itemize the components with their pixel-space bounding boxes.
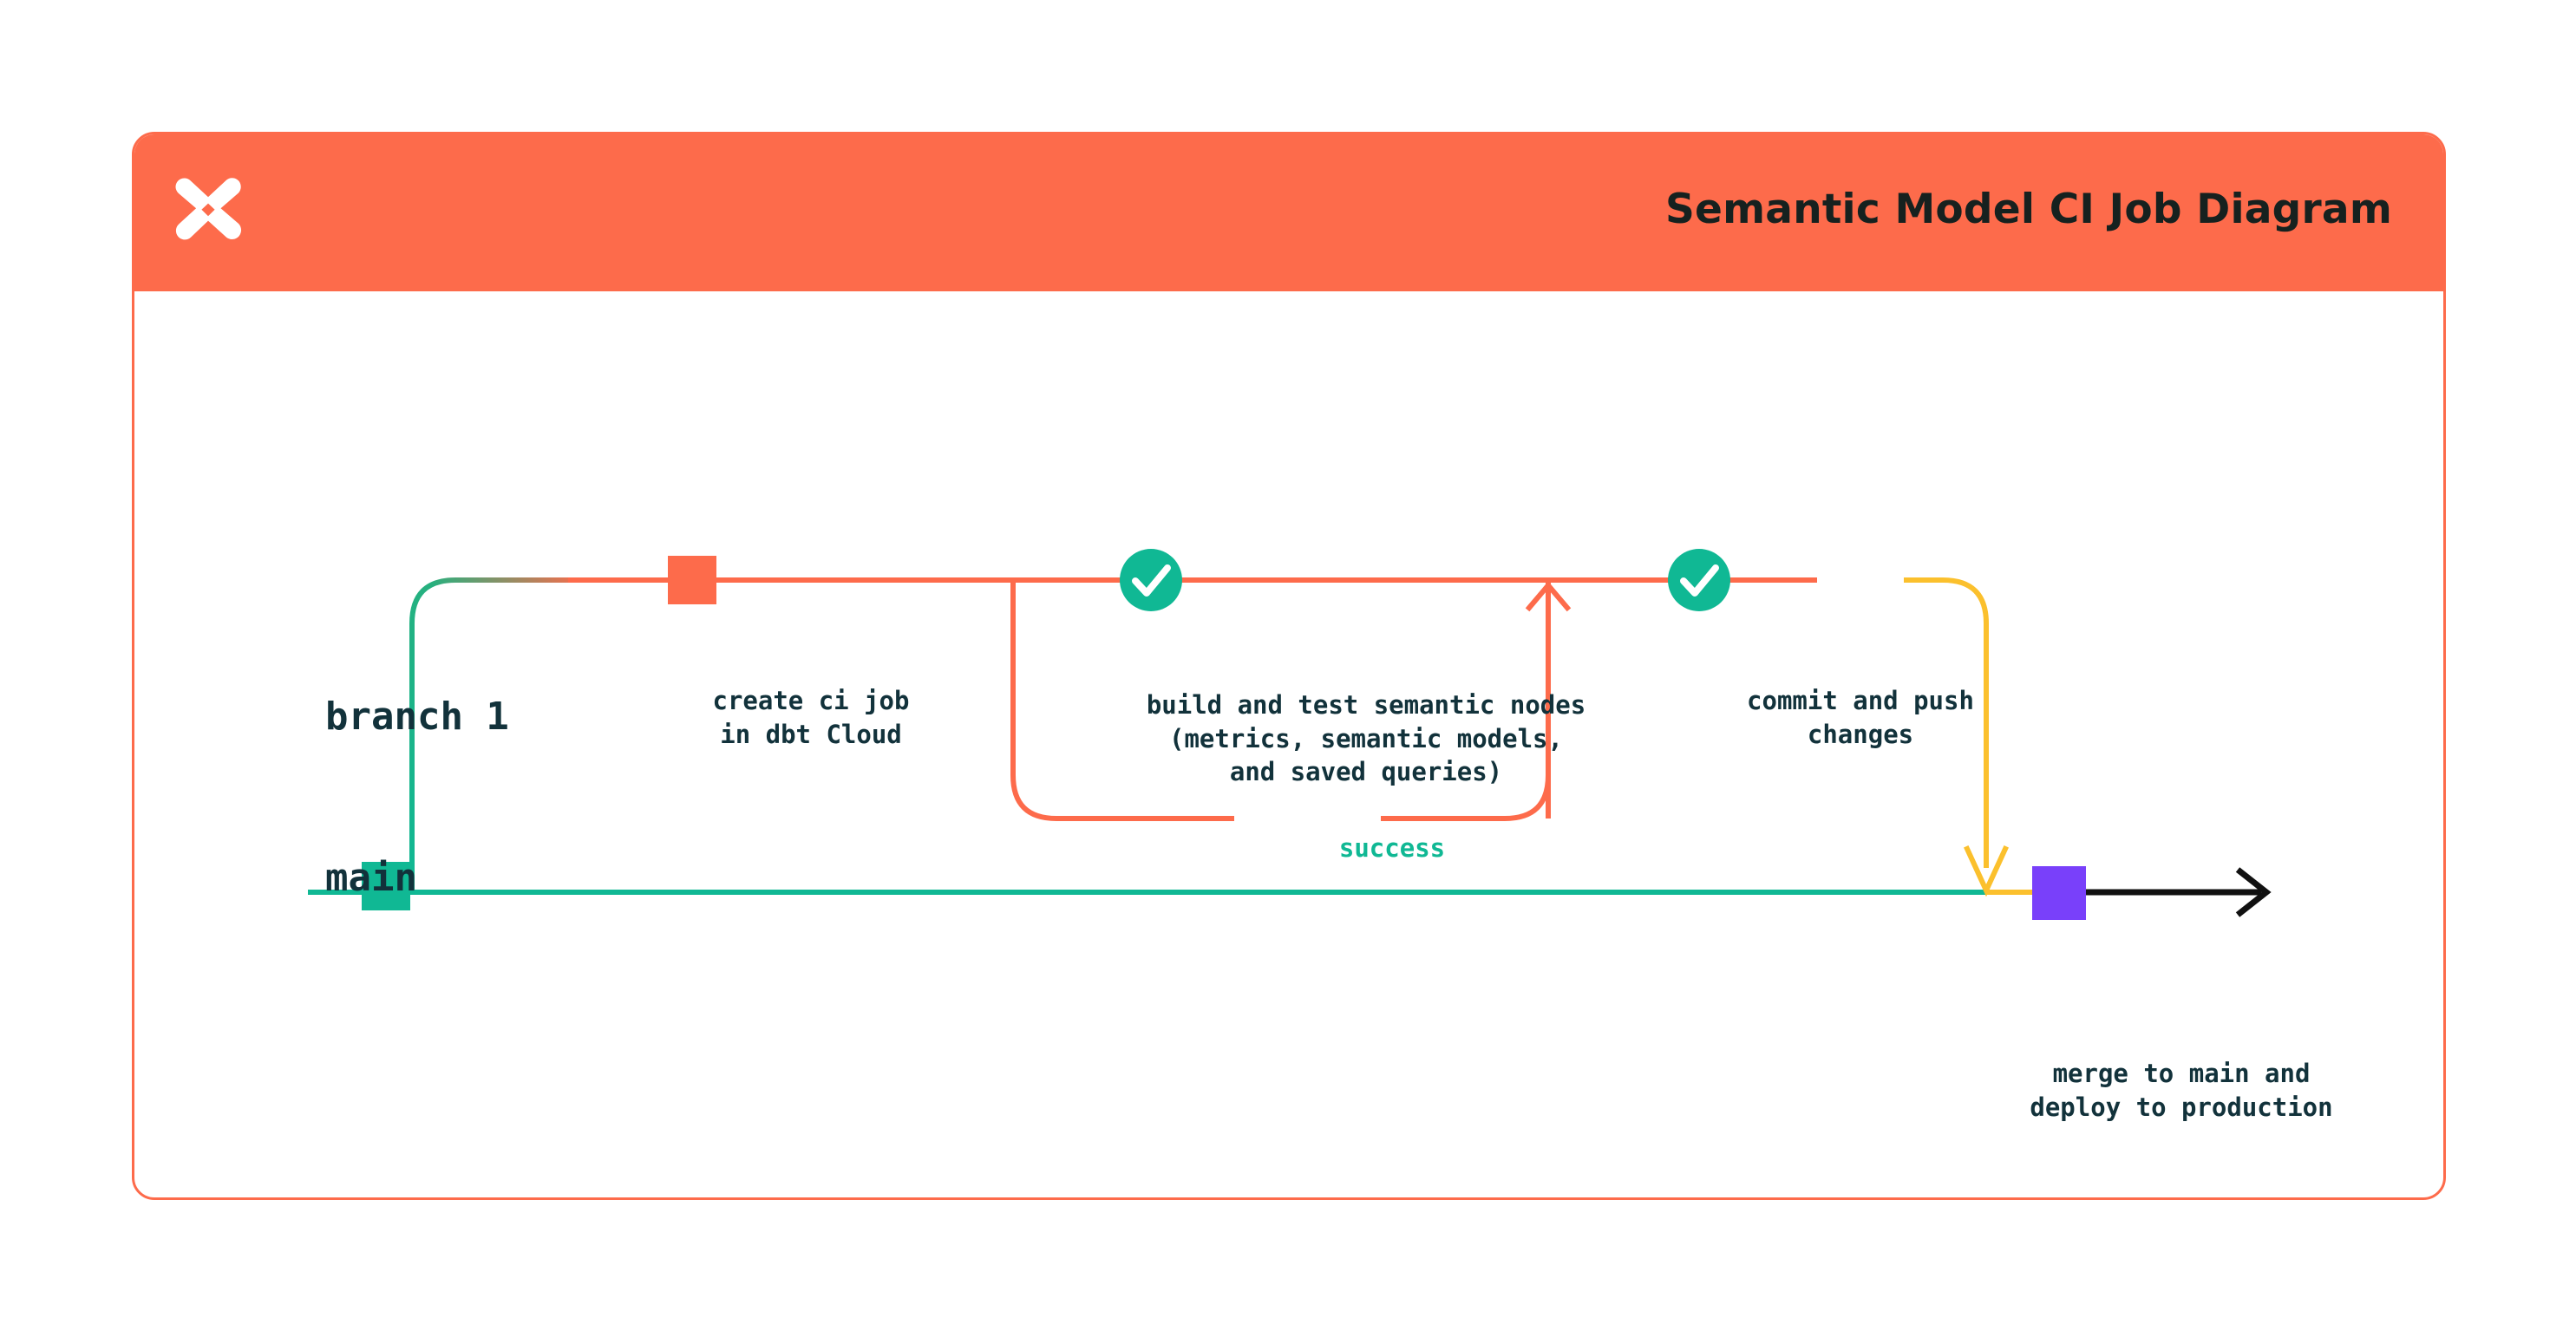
diagram-card: Semantic Model CI Job Diagram [132, 132, 2446, 1200]
main-continue-arrow [2084, 867, 2272, 917]
dbt-x-logo-icon [168, 170, 248, 250]
page-title: Semantic Model CI Job Diagram [1664, 186, 2392, 233]
node-build-and-test[interactable] [1120, 549, 1182, 611]
branch-label-main: main [325, 856, 417, 900]
node-main-start[interactable] [362, 862, 410, 910]
check-icon [1680, 564, 1719, 597]
check-icon [1132, 564, 1171, 597]
edge-label-success: success [1338, 833, 1446, 863]
diagram-canvas: branch 1 main create ci job in dbt Cloud… [134, 294, 2443, 1197]
node-merge-to-main[interactable] [2032, 866, 2086, 920]
branch-label-branch1: branch 1 [325, 695, 509, 739]
node-label-create-ci-job: create ci job in dbt Cloud [712, 686, 910, 749]
branch-flow-svg [308, 549, 2272, 920]
node-commit-and-push[interactable] [1668, 549, 1730, 611]
node-label-build-and-test: build and test semantic nodes (metrics, … [1146, 690, 1586, 787]
card-header: Semantic Model CI Job Diagram [134, 134, 2443, 291]
node-label-merge-to-main: merge to main and deploy to production [2030, 1059, 2333, 1122]
node-create-ci-job[interactable] [668, 556, 716, 604]
branch-split-path [409, 577, 585, 892]
success-return-arrow [1525, 581, 1572, 819]
node-label-commit-and-push: commit and push changes [1747, 686, 1974, 749]
